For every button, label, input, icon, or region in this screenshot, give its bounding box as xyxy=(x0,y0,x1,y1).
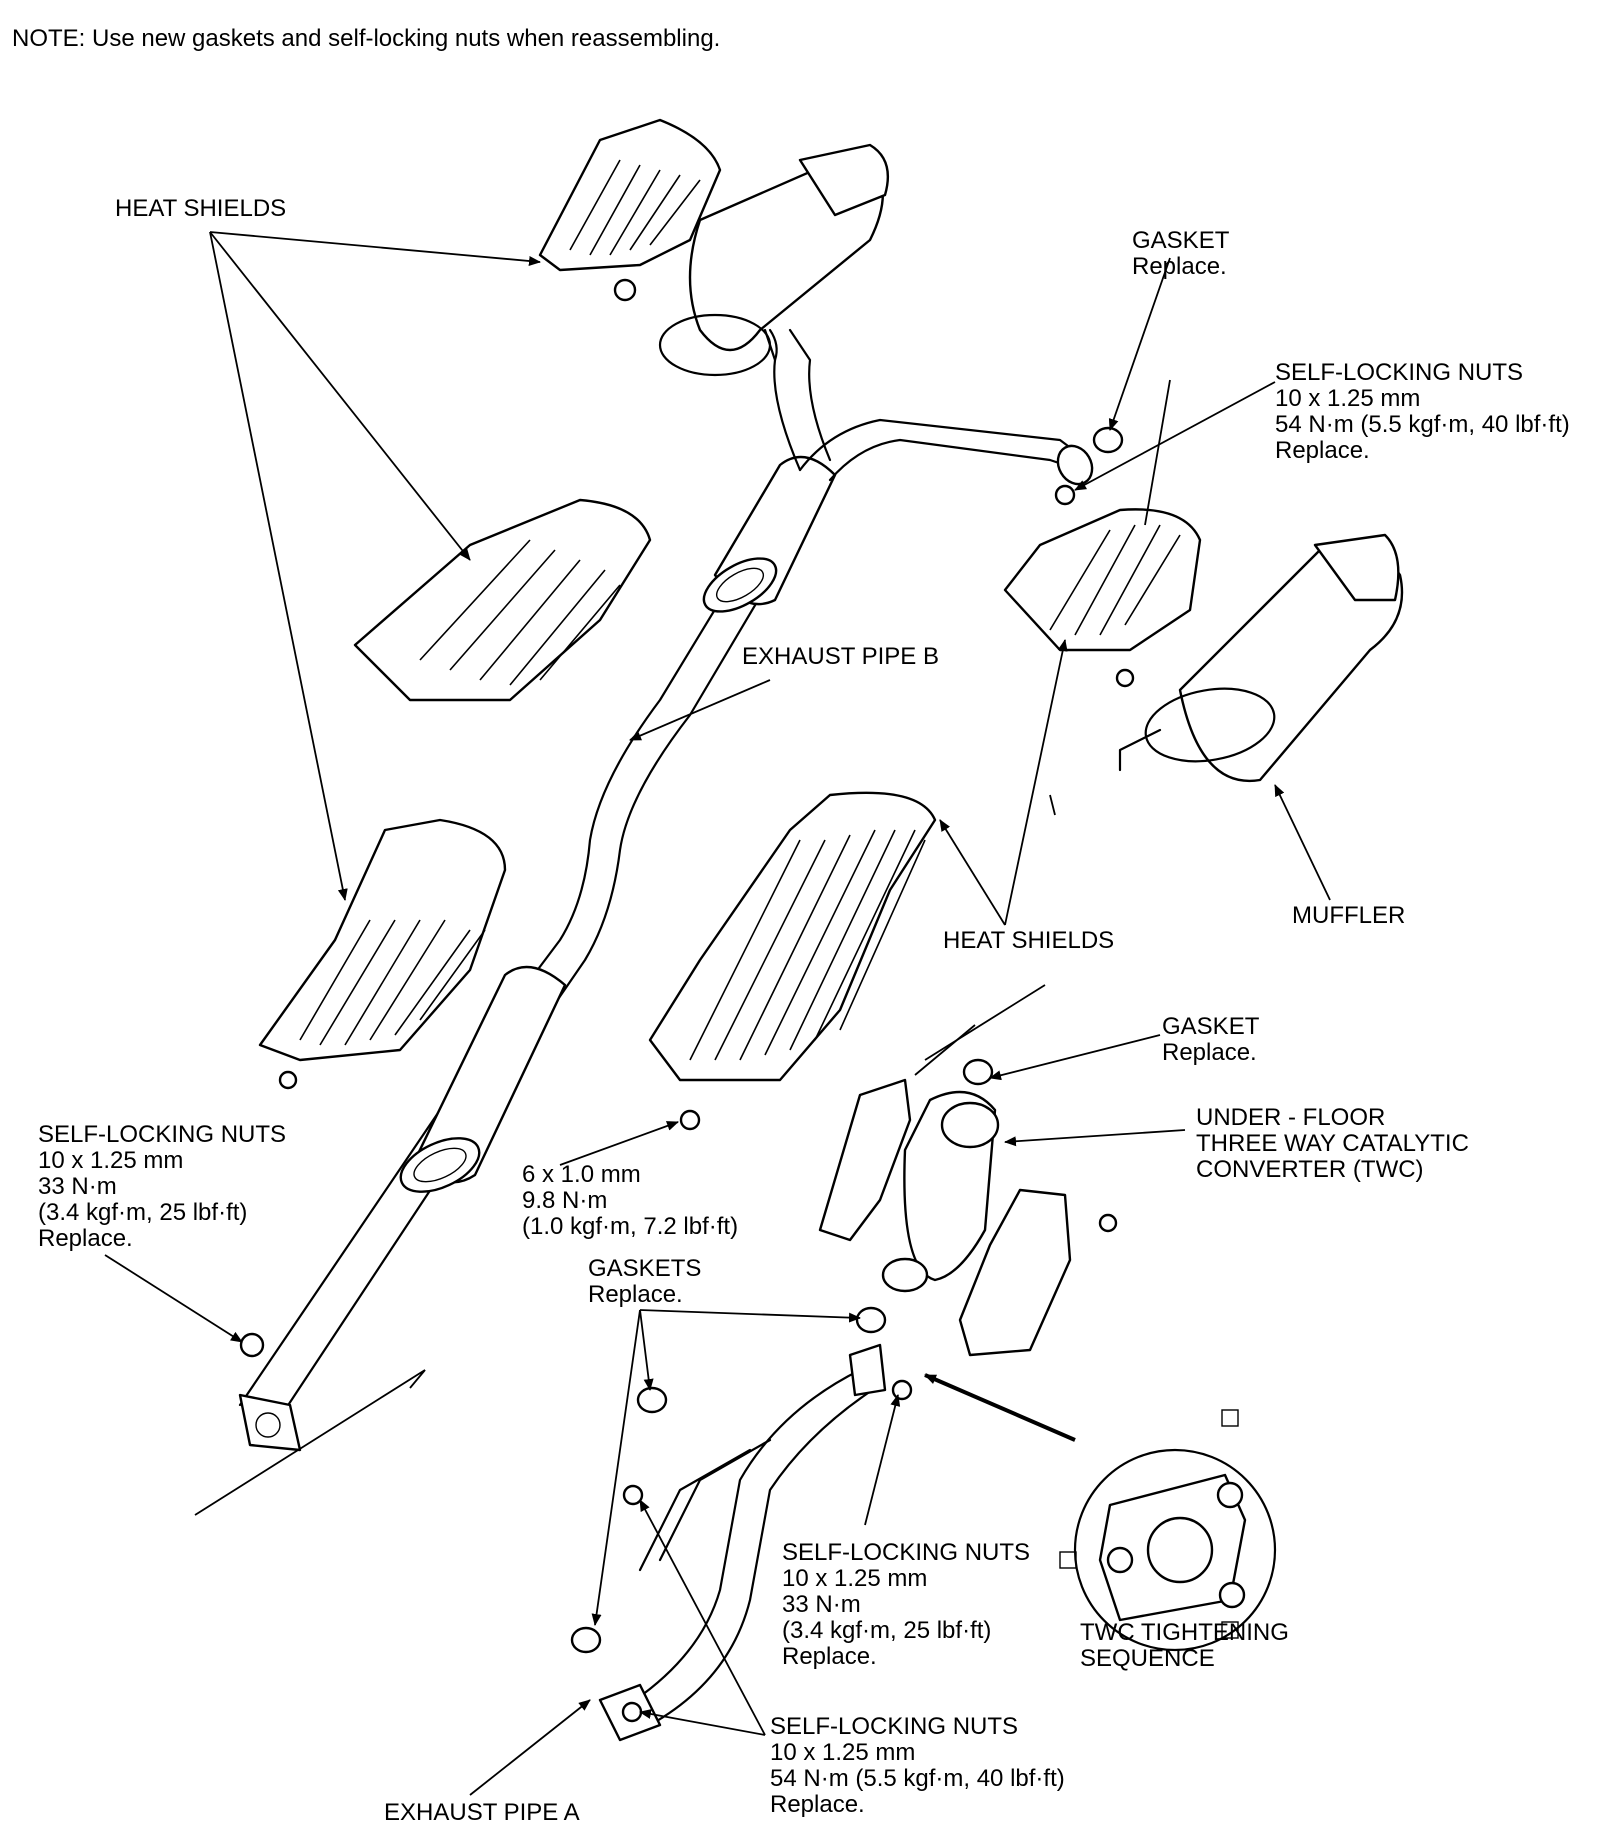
heat-shield-1 xyxy=(538,118,722,272)
label-exhaust-pipe-b: EXHAUST PIPE B xyxy=(742,643,939,670)
heat-shield-5 xyxy=(1003,508,1202,652)
exhaust-pipe-a xyxy=(598,1343,887,1742)
catalytic-converter xyxy=(818,1078,1072,1357)
left-muffler xyxy=(658,143,890,377)
label-twc: UNDER - FLOOR THREE WAY CATALYTIC CONVER… xyxy=(1196,1104,1469,1183)
leader-lines xyxy=(104,231,1331,1796)
label-heat-shields-top: HEAT SHIELDS xyxy=(115,195,287,222)
hardware xyxy=(239,278,1135,1723)
label-gaskets: GASKETS Replace. xyxy=(588,1255,702,1308)
label-muffler: MUFFLER xyxy=(1292,902,1406,929)
heat-shield-2 xyxy=(353,498,652,702)
heat-shield-3 xyxy=(258,818,507,1062)
heat-shield-4 xyxy=(648,791,937,1082)
label-twc-sequence: TWC TIGHTENING SEQUENCE xyxy=(1080,1619,1289,1672)
label-heat-shields-mid: HEAT SHIELDS xyxy=(943,927,1115,954)
label-gasket-twc: GASKET Replace. xyxy=(1162,1013,1260,1066)
label-bolt-spec: 6 x 1.0 mm 9.8 N·m (1.0 kgf·m, 7.2 lbf·f… xyxy=(522,1161,739,1240)
exhaust-pipe-b xyxy=(238,328,1094,1452)
label-nuts-mid: SELF-LOCKING NUTS 10 x 1.25 mm 33 N·m (3… xyxy=(782,1539,1031,1670)
label-nuts-top-right: SELF-LOCKING NUTS 10 x 1.25 mm 54 N·m (5… xyxy=(1275,359,1570,464)
label-exhaust-pipe-a: EXHAUST PIPE A xyxy=(384,1799,580,1826)
label-nuts-left: SELF-LOCKING NUTS 10 x 1.25 mm 33 N·m (3… xyxy=(38,1121,287,1252)
twc-sequence-detail xyxy=(1059,1409,1277,1652)
note-text: NOTE: Use new gaskets and self-locking n… xyxy=(12,25,721,52)
label-nuts-bottom: SELF-LOCKING NUTS 10 x 1.25 mm 54 N·m (5… xyxy=(770,1713,1065,1818)
label-gasket-top: GASKET Replace. xyxy=(1132,227,1230,280)
right-muffler xyxy=(1118,533,1404,783)
